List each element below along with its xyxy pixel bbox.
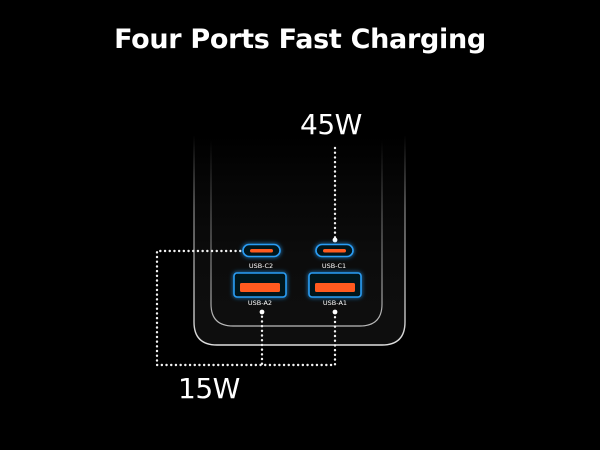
usb-a1-label: USB-A1 xyxy=(322,299,348,307)
power-label-45w: 45W xyxy=(300,108,362,141)
page-title: Four Ports Fast Charging xyxy=(114,24,486,55)
connector-15w-c2 xyxy=(155,249,337,367)
usb-c2-label: USB-C2 xyxy=(248,262,274,270)
usb-c1-port xyxy=(315,243,354,258)
connection-lines xyxy=(155,146,337,367)
usb-c2-port xyxy=(242,243,281,258)
power-label-15w: 15W xyxy=(178,372,240,405)
usb-a2-label: USB-A2 xyxy=(247,299,273,307)
usb-a1-port xyxy=(308,272,362,298)
usb-a2-port xyxy=(233,272,287,298)
charger-body xyxy=(193,135,406,346)
usb-c1-label: USB-C1 xyxy=(321,262,347,270)
